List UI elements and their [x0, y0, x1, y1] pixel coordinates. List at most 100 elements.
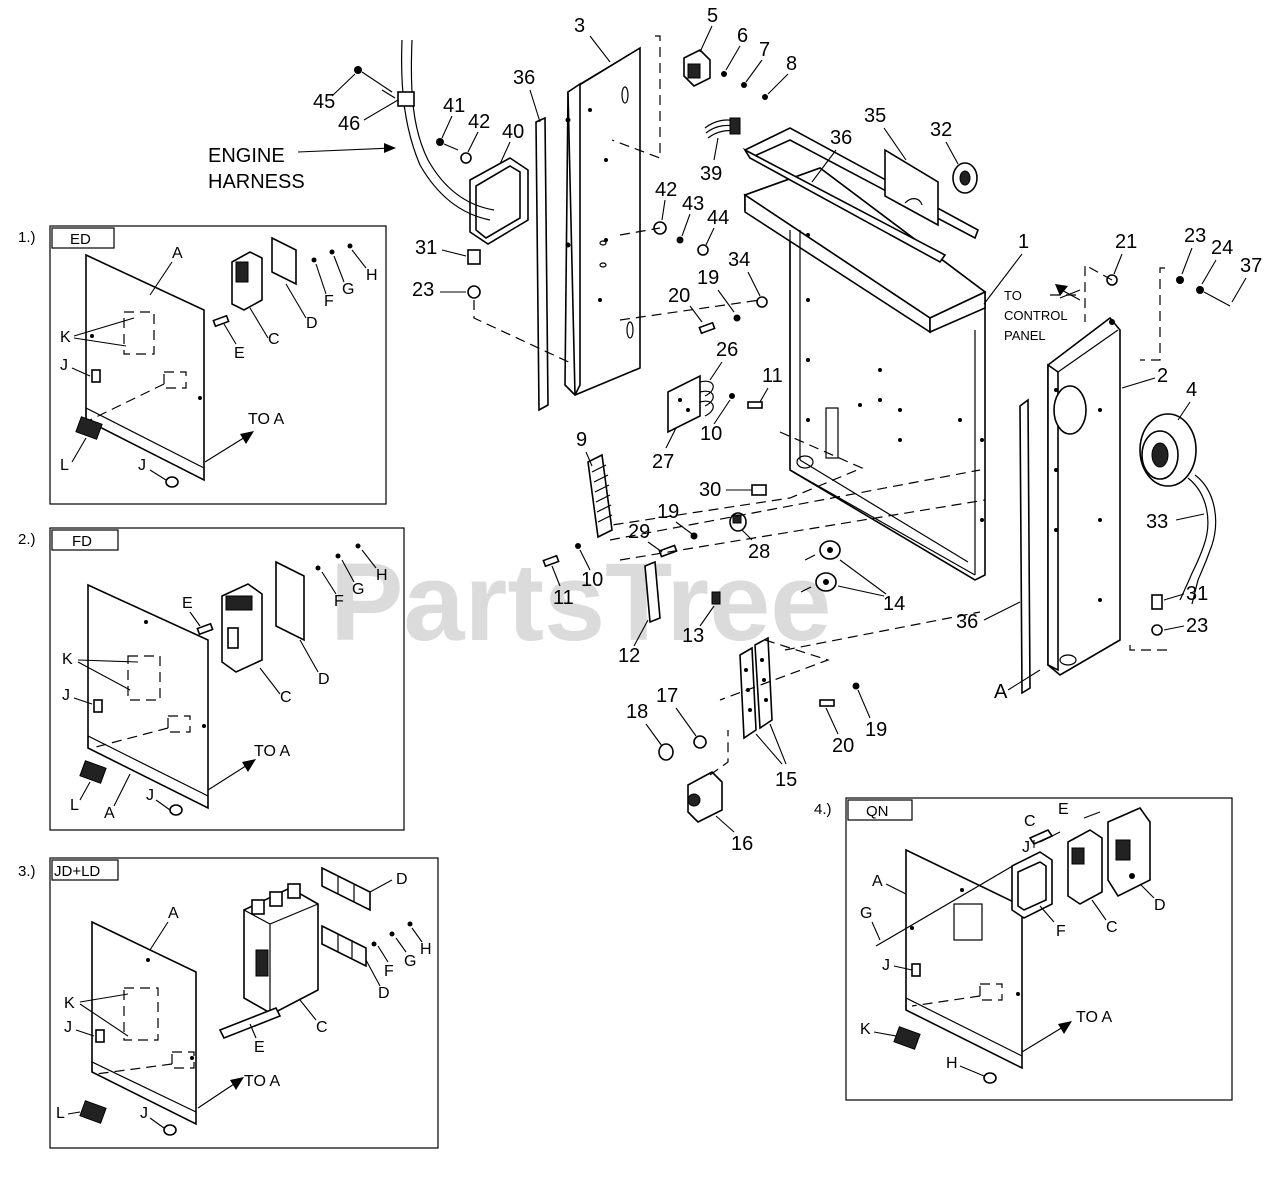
panel-qn-letter-g: G [860, 905, 872, 922]
panel-fd-letter-c: C [280, 689, 292, 706]
panel-fd-letter-d: D [318, 671, 330, 688]
panel-ed: 1.) ED A K J L J C E [18, 225, 387, 505]
callout-34: 34 [728, 249, 750, 271]
panel-jdld-letter-k: K [64, 995, 75, 1012]
callout-10-upper: 10 [700, 423, 722, 445]
panel-jdld-title: JD+LD [54, 863, 100, 880]
callout-4: 4 [1186, 379, 1197, 401]
panel-ed-title: ED [70, 231, 91, 248]
callout-19-lower: 19 [865, 719, 887, 741]
panel-jdld-letter-h: H [420, 941, 432, 958]
callout-23-right-lower: 23 [1186, 615, 1208, 637]
panel-fd-title: FD [72, 533, 92, 550]
part-16-relay [687, 771, 723, 823]
panel-qn-letter-c: C [1024, 813, 1036, 830]
part-14-studs [800, 540, 841, 593]
callout-13: 13 [682, 625, 704, 647]
callout-30: 30 [699, 479, 721, 501]
panel-qn-letter-e: E [1058, 801, 1069, 818]
callout-8: 8 [786, 53, 797, 75]
callout-9: 9 [576, 429, 587, 451]
panel-ed-letter-d: D [306, 315, 318, 332]
part-9-terminal-strip [587, 453, 613, 539]
panel-ed-letter-c: C [268, 331, 280, 348]
callout-21: 21 [1115, 231, 1137, 253]
callout-19-upper: 19 [697, 267, 719, 289]
part-4-bushing [1139, 413, 1197, 487]
callout-36-left: 36 [513, 67, 535, 89]
callout-40: 40 [502, 121, 524, 143]
panel-qn-letter-c2: C [1106, 919, 1118, 936]
callout-12: 12 [618, 645, 640, 667]
callouts: 3 5 6 7 8 36 39 40 41 42 45 46 31 23 42 … [313, 5, 1262, 855]
panel-fd-letter-j: J [62, 687, 70, 704]
part-2-right-end-plate [1047, 316, 1121, 676]
panel-fd-letter-a: A [104, 805, 115, 822]
panel-jdld-number: 3.) [18, 863, 36, 880]
to-control-panel-line1: TO [1004, 288, 1022, 303]
callout-33: 33 [1146, 511, 1168, 533]
callout-26: 26 [716, 339, 738, 361]
panel-qn-number: 4.) [814, 801, 832, 818]
callout-17: 17 [656, 685, 678, 707]
panel-qn: 4.) QN A G J [814, 797, 1233, 1101]
callout-42-upper: 42 [468, 111, 490, 133]
callout-45: 45 [313, 91, 335, 113]
panel-fd-letter-f: F [334, 593, 344, 610]
panel-jdld-letter-d: D [396, 871, 408, 888]
panel-ed-letter-h: H [366, 267, 378, 284]
panel-jdld-letter-e: E [254, 1039, 265, 1056]
callout-11-lower: 11 [553, 587, 574, 609]
part-3-left-bracket [564, 46, 641, 396]
panel-ed-letter-k: K [60, 329, 71, 346]
callout-16: 16 [731, 833, 753, 855]
panel-jdld-letter-g: G [404, 953, 416, 970]
callout-27: 27 [652, 451, 674, 473]
part-36-right-strip [1019, 398, 1031, 695]
callout-11-upper: 11 [762, 365, 783, 387]
callout-24: 24 [1211, 237, 1233, 259]
callout-31-left: 31 [415, 237, 437, 259]
callout-23-left: 23 [412, 279, 434, 301]
part-28-clamp [729, 512, 747, 532]
to-control-panel-line2: CONTROL [1004, 308, 1068, 323]
engine-harness-label-line1: ENGINE [208, 145, 285, 167]
panel-fd-letter-g: G [352, 581, 364, 598]
panel-qn-title: QN [866, 803, 889, 820]
panel-fd-number: 2.) [18, 531, 36, 548]
part-1-main-frame [743, 167, 987, 581]
callout-43: 43 [682, 193, 704, 215]
callout-44: 44 [707, 207, 729, 229]
panel-jdld-letter-j: J [64, 1019, 72, 1036]
panel-qn-letter-j2: J [1022, 839, 1030, 856]
part-36-left-strip [535, 116, 549, 412]
engine-harness [381, 39, 495, 221]
part-26-jumpers [699, 380, 714, 417]
panel-fd-letter-j2: J [146, 787, 154, 804]
callout-32: 32 [930, 119, 952, 141]
callout-31-right: 31 [1186, 583, 1208, 605]
panel-ed-letter-l: L [60, 457, 69, 474]
callout-a-main: A [994, 681, 1008, 703]
panel-fd-letter-h: H [376, 567, 388, 584]
callout-20-upper: 20 [668, 285, 690, 307]
panel-ed-letter-j2: J [138, 457, 146, 474]
callout-19-mid: 19 [657, 501, 679, 523]
callout-37: 37 [1240, 255, 1262, 277]
engine-harness-label-line2: HARNESS [208, 171, 305, 193]
panel-qn-letter-k: K [860, 1021, 871, 1038]
panel-jdld-letter-a: A [168, 905, 179, 922]
panel-ed-letter-j: J [60, 357, 68, 374]
callout-2: 2 [1157, 365, 1168, 387]
callout-15: 15 [775, 769, 797, 791]
part-15-brackets [739, 636, 773, 740]
callout-36-right: 36 [956, 611, 978, 633]
panel-qn-letter-d: D [1154, 897, 1166, 914]
panel-qn-to-a: TO A [1076, 1009, 1112, 1026]
callout-6: 6 [737, 25, 748, 47]
panel-fd-to-a: TO A [254, 743, 290, 760]
panel-ed-letter-f: F [324, 293, 334, 310]
panel-jdld-letter-f: F [384, 963, 394, 980]
callout-35: 35 [864, 105, 886, 127]
panel-ed-letter-e: E [234, 345, 245, 362]
